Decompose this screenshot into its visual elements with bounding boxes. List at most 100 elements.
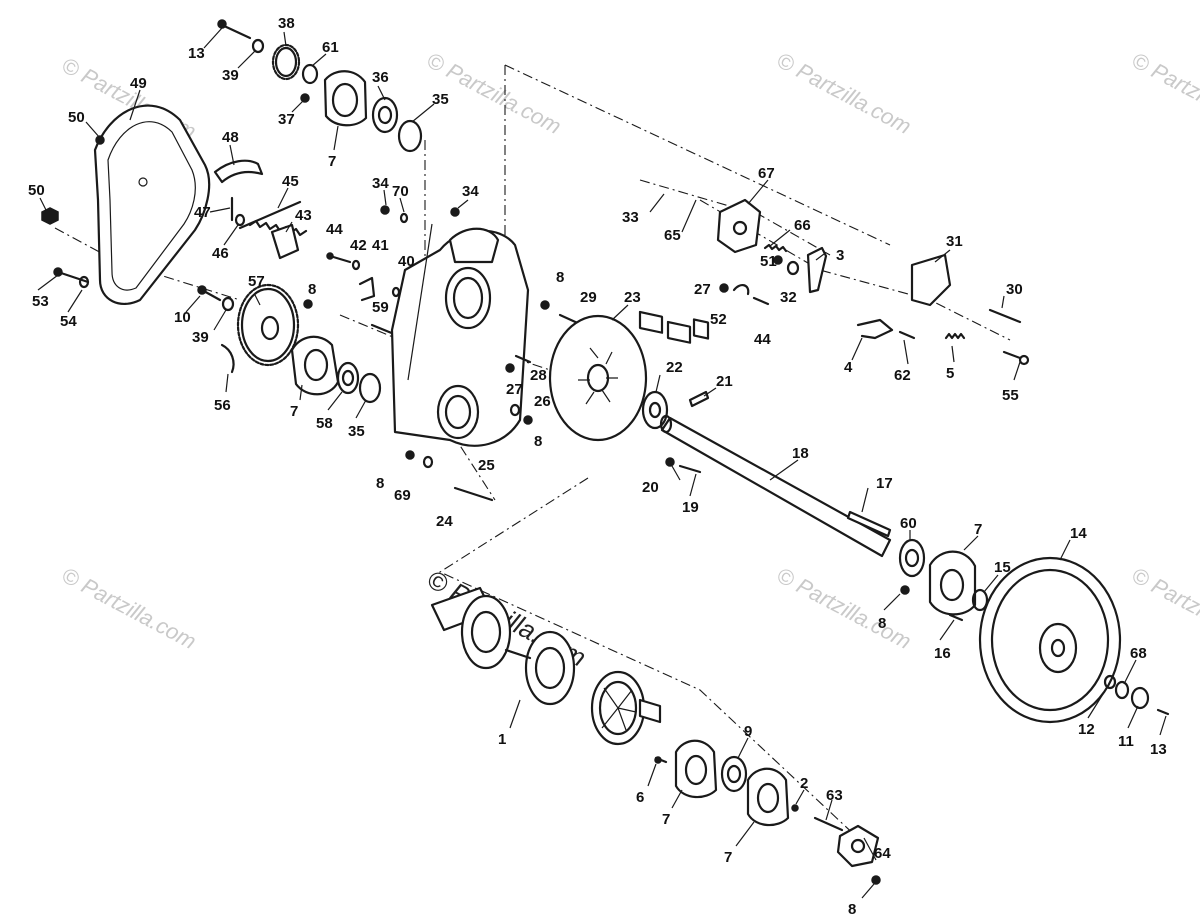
flange-7-low2 [746,767,790,827]
nut-8-e [900,585,910,595]
callout: 7 [724,849,732,866]
callout: 33 [622,209,639,226]
callout: 7 [328,153,336,170]
nut-8-c [523,415,533,425]
callout: 30 [1006,281,1023,298]
callout: 53 [32,293,49,310]
washer-42 [351,259,361,271]
caliper-67 [716,198,762,254]
callout: 24 [436,513,453,530]
callout: 27 [506,381,523,398]
callout: 17 [876,475,893,492]
callout: 19 [682,499,699,516]
watermark: © Partzilla.com [1128,562,1200,654]
callout: 2 [800,775,808,792]
driven-pulley [978,556,1122,724]
callout: 65 [664,227,681,244]
callout: 40 [398,253,415,270]
callout: 50 [68,109,85,126]
bracket-41 [358,276,376,302]
callout: 16 [934,645,951,662]
ring-35-lower [358,372,382,404]
ring-35-top [397,119,423,153]
washer-61 [301,63,319,85]
hub-22 [641,390,669,430]
callout: 8 [848,901,856,918]
callout: 7 [290,403,298,420]
nut-34-b [450,207,460,217]
bearing-36 [371,96,399,134]
bolt-19 [678,464,702,474]
callout: 8 [308,281,316,298]
tensioner-pad [213,159,264,184]
bearing-60 [898,538,926,578]
callout: 8 [878,615,886,632]
bolt-6 [654,756,668,764]
callout: 57 [248,273,265,290]
plate [270,223,300,260]
nut-2 [791,804,799,812]
bolt-63 [813,816,844,832]
callout: 50 [28,182,45,199]
bolt-10 [197,285,222,302]
upper-sprocket [271,43,301,81]
nut-51 [773,255,783,265]
key-17 [846,510,892,538]
bolt-50 [95,135,105,145]
nut-8-f [871,875,881,885]
nut-27 [505,363,515,373]
lower-sprocket [236,283,300,367]
bolt-13 [217,19,252,40]
brake-disc [548,314,648,442]
spring [238,200,308,237]
callout: 13 [1150,741,1167,758]
watermark: © Partzilla.com [1128,47,1200,139]
nut-37 [300,93,310,103]
callout: 34 [462,183,479,200]
callout: 39 [222,67,239,84]
callout: 6 [636,789,644,806]
callout: 8 [556,269,564,286]
callout: 41 [372,237,389,254]
spring-66 [763,243,788,253]
callout: 23 [624,289,641,306]
washer-39-lower [221,296,235,312]
watermark: © Partzilla.com [773,562,916,654]
callout: 63 [826,787,843,804]
callout: 11 [1118,733,1134,750]
bolt-13-right [1156,708,1170,716]
callout: 27 [694,281,711,298]
callout: 7 [662,811,670,828]
brake-pads-33 [638,310,692,344]
callout: 51 [760,253,777,270]
flange-7-low1 [674,739,718,799]
callout: 25 [478,457,495,474]
bolt-24 [453,486,494,502]
callout: 14 [1070,525,1087,542]
track-drive-sprockets [430,586,662,746]
callout: 67 [758,165,775,182]
callout: 35 [432,91,449,108]
spring-5 [944,332,966,340]
callout: 56 [214,397,231,414]
callout: 12 [1078,721,1095,738]
bolt-53 [53,267,90,284]
chaincase-cover [93,104,211,305]
callout: 4 [844,359,853,376]
callout: 44 [326,221,343,238]
leader-lines [37,27,1167,899]
callout: 66 [794,217,811,234]
driveshaft [659,414,892,558]
callout: 10 [174,309,191,326]
washer-11 [1130,686,1150,710]
callout-numbers: 13 39 38 61 37 36 35 7 49 50 48 50 47 45… [28,15,1167,918]
callout: 26 [534,393,551,410]
nut-20 [665,457,675,467]
washer-26 [509,403,521,417]
callout: 36 [372,69,389,86]
callout: 54 [60,313,77,330]
chaincase-housing [390,227,530,447]
callout: 37 [278,111,295,128]
washer-39 [251,38,265,54]
